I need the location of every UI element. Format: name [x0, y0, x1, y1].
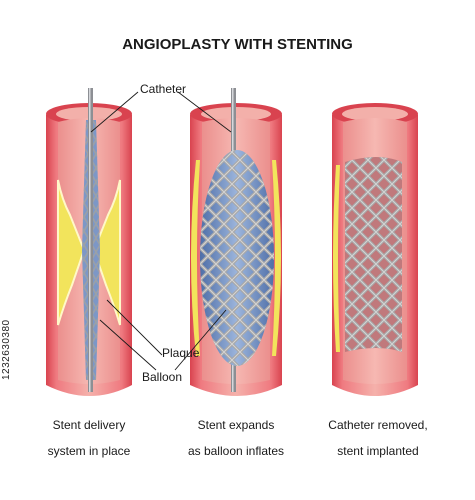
leader-lines [90, 91, 232, 371]
balloon-label: Balloon [142, 370, 183, 384]
caption-3-line1: Catheter removed, [328, 418, 428, 432]
vessel-3 [332, 103, 418, 396]
diagram-title: ANGIOPLASTY WITH STENTING [122, 36, 353, 53]
caption-2-line1: Stent expands [197, 418, 275, 432]
stock-id: 1232630380 [1, 319, 12, 380]
implanted-stent [345, 157, 402, 352]
caption-1-line1: Stent delivery [52, 418, 126, 432]
caption-1-line2: system in place [47, 444, 131, 458]
vessel-2 [190, 88, 282, 396]
catheter-label: Catheter [140, 82, 187, 96]
plaque-label: Plaque [162, 346, 200, 360]
caption-2-line2: as balloon inflates [187, 444, 285, 458]
vessel-1 [46, 88, 132, 396]
caption-3-line2: stent implanted [337, 444, 419, 458]
